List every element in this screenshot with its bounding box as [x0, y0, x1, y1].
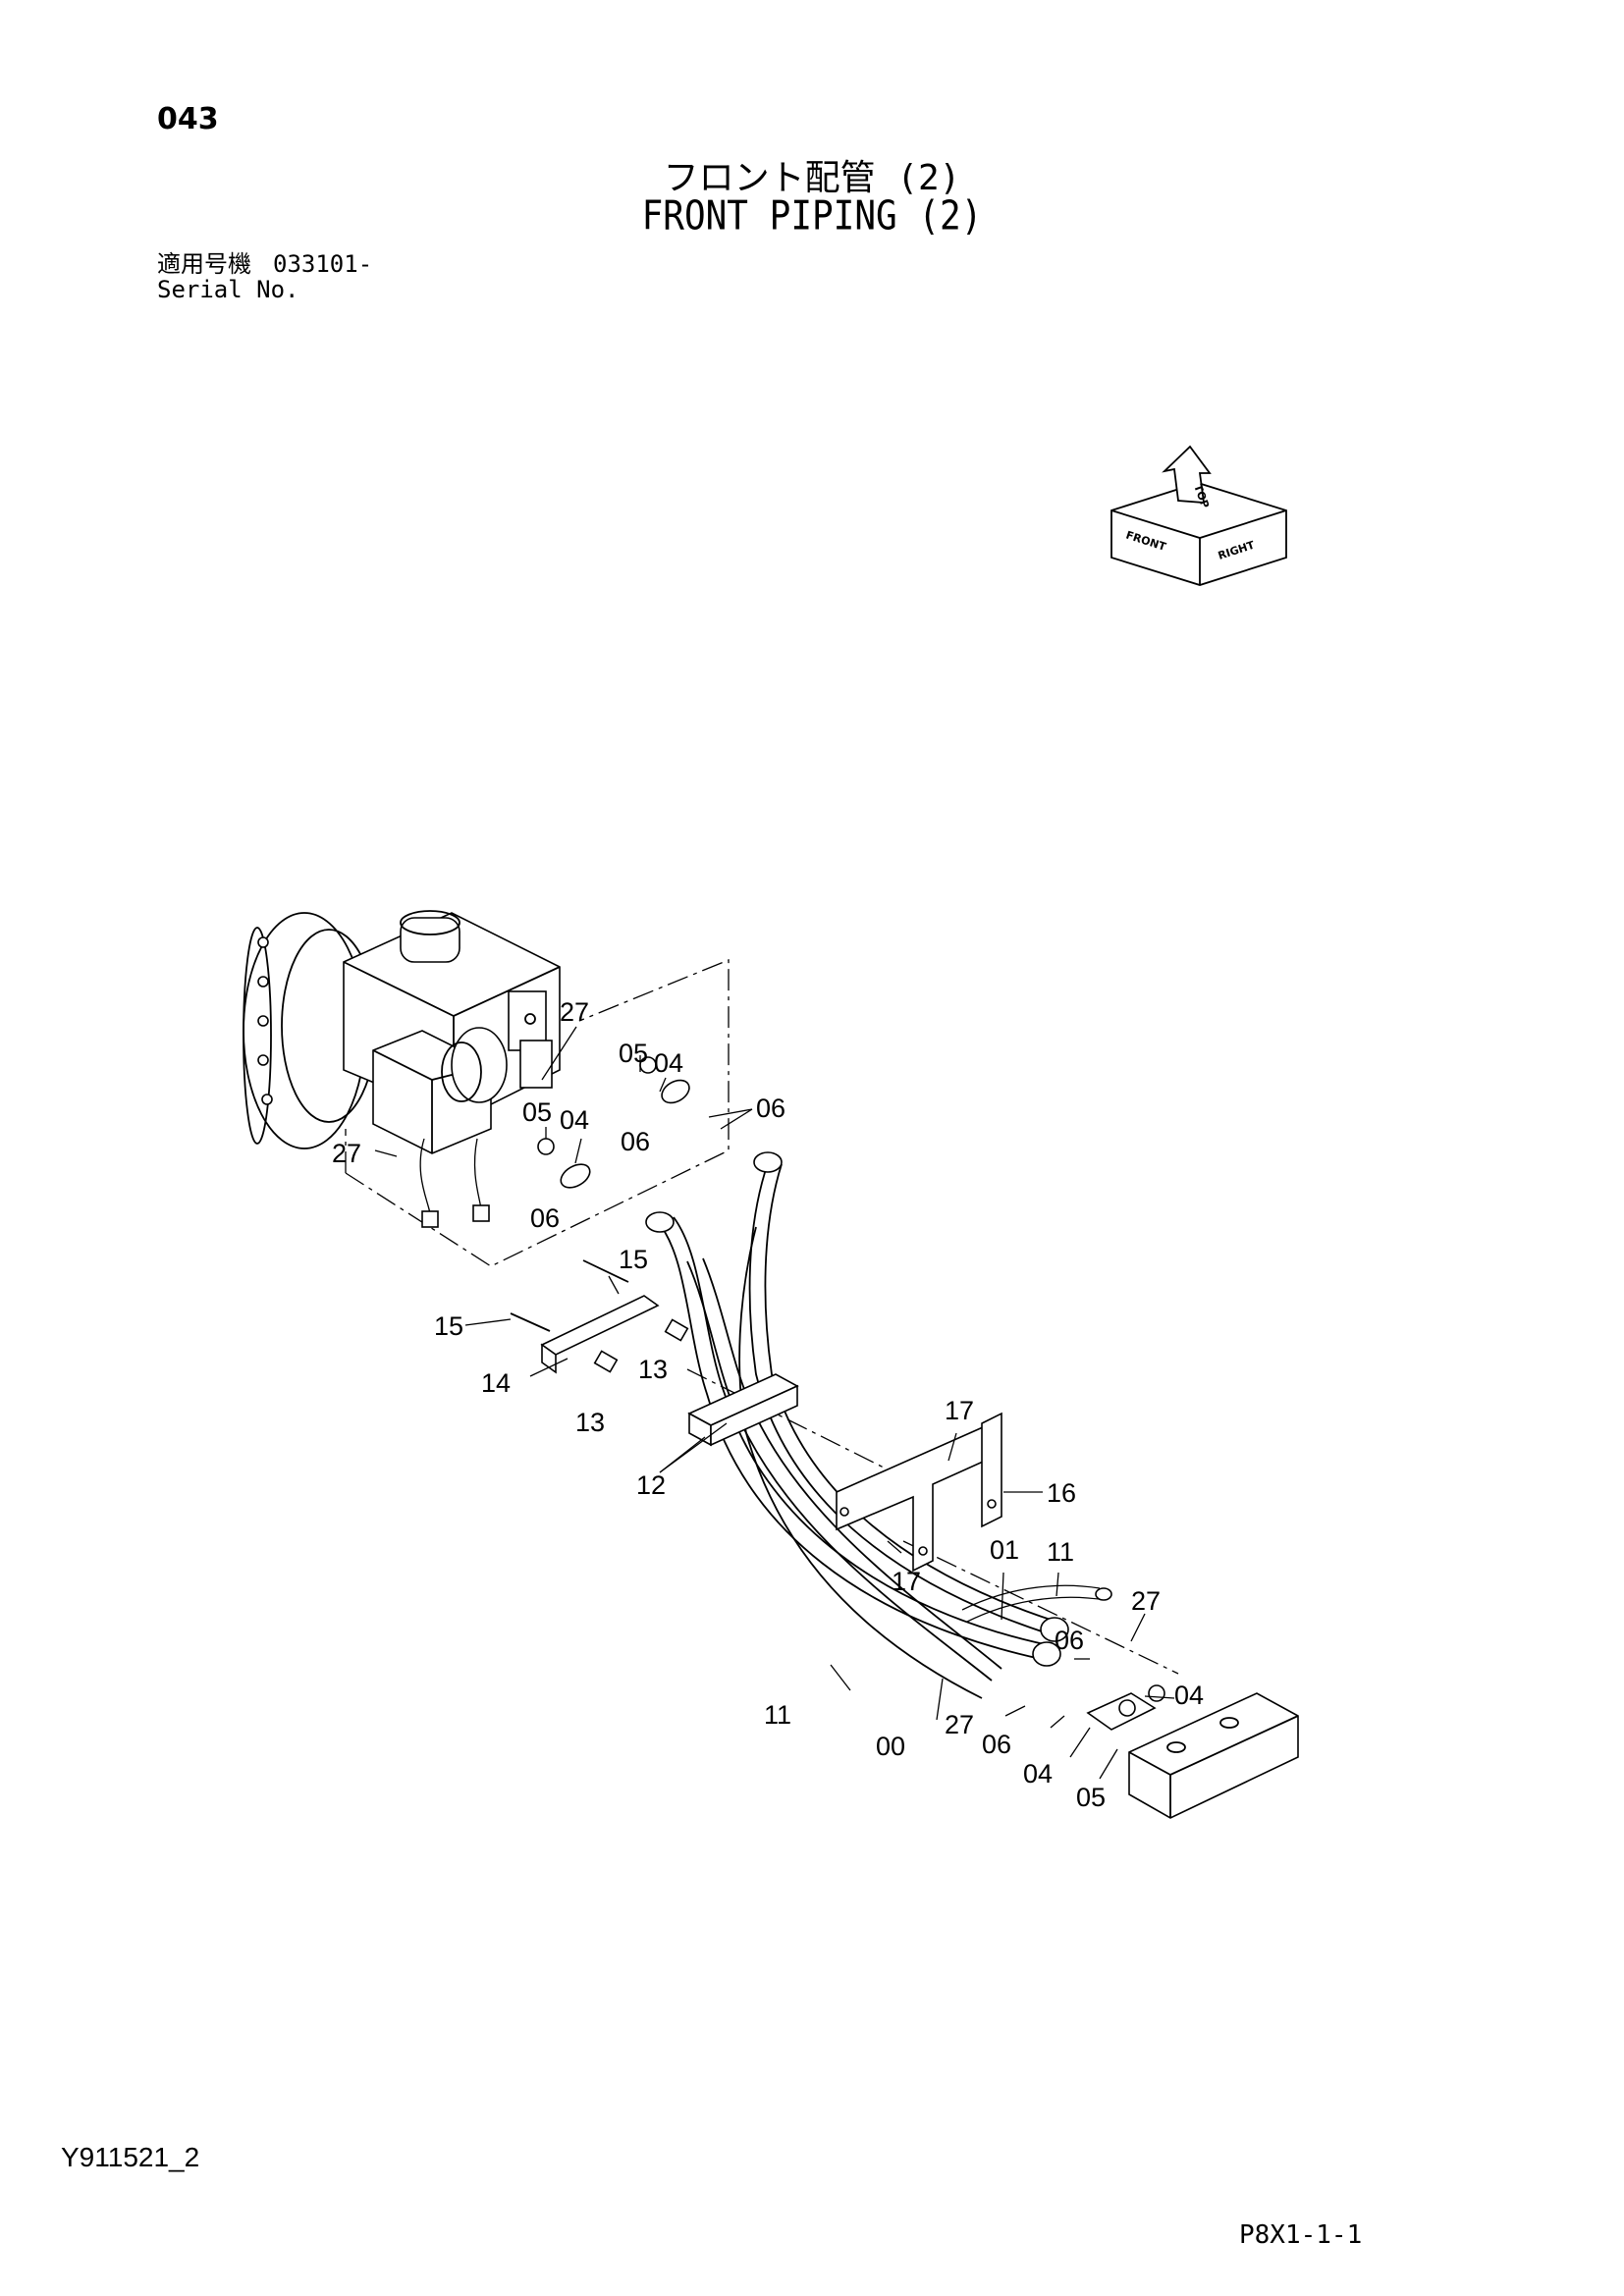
sheet-reference: P8X1-1-1 [1239, 2220, 1363, 2250]
callout-15: 15 [619, 1245, 648, 1274]
callout-01: 01 [990, 1535, 1019, 1565]
serial-label-en: Serial No. [157, 276, 299, 303]
callout-11: 11 [1047, 1537, 1074, 1567]
page-number: 043 [157, 102, 219, 136]
callout-05: 05 [1076, 1783, 1106, 1812]
callout-04: 04 [1174, 1681, 1204, 1710]
serial-label-jp: 適用号機 [157, 250, 251, 278]
callout-05: 05 [522, 1097, 552, 1127]
plate-with-bolts [510, 1259, 689, 1374]
serial-block: 適用号機 033101- Serial No. [157, 251, 372, 302]
callout-14: 14 [481, 1368, 511, 1398]
serial-value: 033101- [273, 250, 373, 278]
callout-15: 15 [434, 1311, 463, 1341]
callout-00: 00 [876, 1732, 905, 1761]
callout-16: 16 [1047, 1478, 1076, 1508]
callout-13: 13 [575, 1408, 605, 1437]
leader-lines [374, 1026, 1175, 1780]
orientation-icon: FRONT TOP RIGHT [1110, 445, 1287, 586]
hose-clamp [687, 1373, 799, 1447]
hoses [645, 1151, 1112, 1699]
callout-27: 27 [1131, 1586, 1161, 1616]
callout-11: 11 [764, 1700, 791, 1730]
callout-05: 05 [619, 1039, 648, 1068]
callout-06: 06 [756, 1094, 785, 1123]
callout-12: 12 [636, 1470, 666, 1500]
document-id: Y911521_2 [61, 2142, 200, 2172]
callout-17: 17 [892, 1567, 921, 1596]
callouts: 27 05 04 06 05 04 06 27 06 15 15 14 13 1… [332, 997, 1204, 1812]
callout-04: 04 [654, 1048, 683, 1078]
title-english: FRONT PIPING (2) [641, 192, 983, 240]
title-japanese: フロント配管 (2) [663, 158, 961, 198]
callout-27: 27 [332, 1139, 361, 1168]
callout-27: 27 [945, 1710, 974, 1739]
callout-06: 06 [1055, 1626, 1084, 1655]
callout-13: 13 [638, 1355, 668, 1384]
callout-17: 17 [945, 1396, 974, 1425]
callout-06: 06 [530, 1203, 560, 1233]
callout-27: 27 [560, 997, 589, 1027]
manifold-block [1086, 1692, 1299, 1819]
callout-04: 04 [1023, 1759, 1053, 1789]
bracket [836, 1412, 1002, 1573]
flange-fittings [537, 1056, 1165, 1717]
callout-06: 06 [982, 1730, 1011, 1759]
pump-assembly [243, 910, 561, 1228]
callout-06: 06 [621, 1127, 650, 1156]
callout-04: 04 [560, 1105, 589, 1135]
